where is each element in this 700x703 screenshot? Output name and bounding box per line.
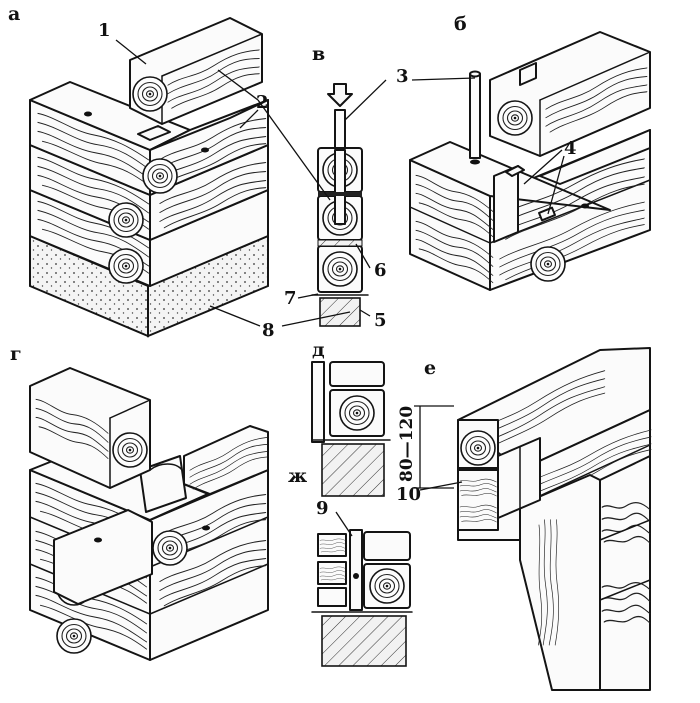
panel-b-spline: [493, 165, 519, 243]
callout-1: 1: [98, 20, 111, 41]
panel-a-dovetail-corner: [29, 17, 269, 338]
panel-b-dowel-corner: [409, 31, 651, 291]
panel-label-b: б: [454, 13, 467, 35]
panel-g-tenon-corner: [29, 367, 269, 661]
callout-4: 4: [564, 138, 577, 159]
dimension-label: 80—120: [397, 406, 417, 482]
panel-label-v: в: [312, 43, 325, 65]
panel-label-d: д: [312, 339, 325, 361]
panel-label-e: е: [424, 357, 436, 379]
panel-d-foundation: [321, 443, 385, 497]
panel-v-load-arrow: [327, 83, 353, 107]
panel-v-foundation: [319, 297, 361, 327]
callout-3: 3: [396, 66, 409, 87]
panel-d-wall-section: [311, 361, 391, 497]
callout-2: 2: [256, 92, 269, 113]
callout-numbers: 1 2 3 4 5 6 7 8 9 10 80—120: [98, 20, 577, 519]
leader-lines: [115, 39, 565, 537]
panel-e-tee-joint: [457, 347, 652, 691]
callout-6: 6: [374, 260, 387, 281]
callout-8: 8: [262, 320, 275, 341]
callout-5: 5: [374, 310, 387, 331]
panel-label-zh: ж: [288, 465, 307, 487]
panel-label-a: а: [8, 3, 20, 25]
panel-b-dowel: [469, 73, 481, 159]
callout-7: 7: [284, 288, 297, 309]
panel-v-wall-section: [311, 83, 369, 327]
panel-zh-wall-section: [311, 529, 413, 667]
panel-labels: а б в г д е ж: [8, 3, 467, 487]
panel-zh-foundation: [321, 615, 407, 667]
callout-9: 9: [316, 498, 329, 519]
panel-label-g: г: [10, 343, 22, 365]
callout-10: 10: [396, 484, 421, 505]
